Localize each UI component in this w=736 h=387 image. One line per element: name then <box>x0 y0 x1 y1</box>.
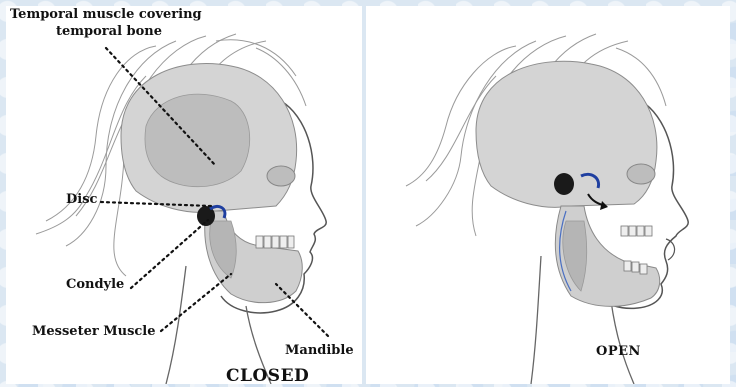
teeth-upper <box>621 226 652 236</box>
label-masseter: Messeter Muscle <box>32 324 156 339</box>
label-temporal-line1: Temporal muscle covering <box>10 7 202 22</box>
caption-closed: CLOSED <box>226 366 309 386</box>
open-jaw-illustration <box>366 6 730 384</box>
neck-back <box>531 256 541 384</box>
ear-canal-shadow <box>554 173 574 195</box>
leader-condyle <box>131 220 208 288</box>
open-jaw-panel: OPEN <box>366 6 730 384</box>
closed-jaw-panel: Temporal muscle covering temporal bone D… <box>6 6 362 384</box>
label-condyle: Condyle <box>66 277 124 292</box>
neck-back <box>166 266 186 384</box>
label-mandible: Mandible <box>285 343 354 358</box>
neck-front <box>611 301 634 384</box>
teeth-closed <box>256 236 294 248</box>
eye-socket <box>267 166 295 186</box>
caption-open: OPEN <box>596 344 641 359</box>
eye-socket <box>627 164 655 184</box>
temporal-muscle <box>145 94 250 187</box>
label-disc: Disc <box>66 192 97 207</box>
label-temporal-line2: temporal bone <box>56 24 162 39</box>
